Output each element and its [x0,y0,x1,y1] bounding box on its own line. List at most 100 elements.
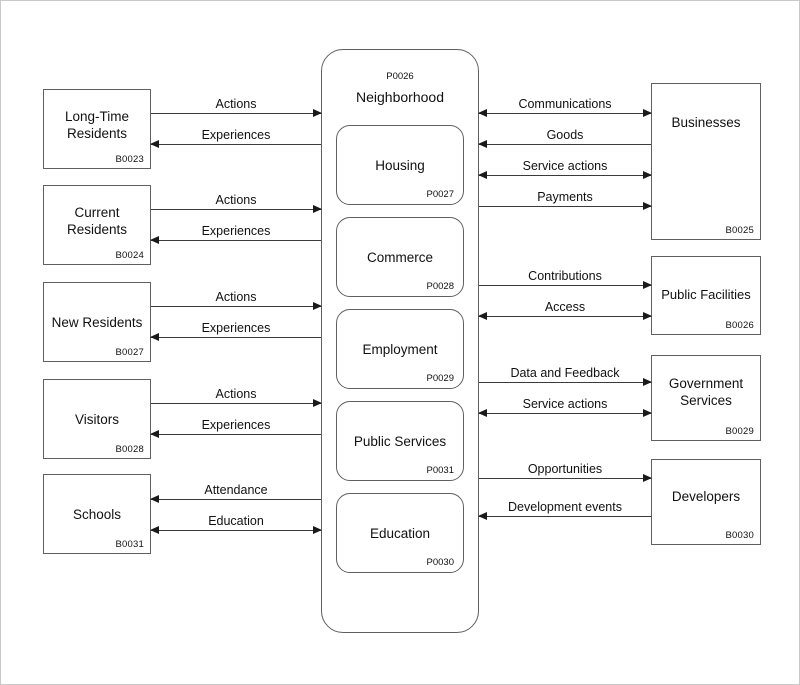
flow-label: Actions [215,290,257,304]
arrowhead-left-icon [478,408,487,417]
arrowhead-left-icon [150,332,159,341]
process-code: P0026 [386,71,414,82]
flow-experiences-long-time-residents[interactable]: Experiences [150,128,321,148]
arrowhead-right-icon [313,301,322,310]
entity-title: New Residents [51,315,143,330]
flow-experiences-new-residents[interactable]: Experiences [150,321,321,341]
arrowhead-right-icon [643,311,652,320]
arrowhead-left-icon [150,235,159,244]
flow-opportunities-developers[interactable]: Opportunities [479,462,652,482]
flow-label: Contributions [528,269,602,283]
flow-label: Education [208,514,264,528]
entity-title: Long-Time Residents [64,109,130,141]
entity-title: Developers [671,489,741,504]
arrowhead-right-icon [643,377,652,386]
flow-label: Attendance [204,483,268,497]
entity-title: Government Services [668,376,744,408]
flow-education-schools[interactable]: Education [150,514,322,534]
flow-contributions-public-facilities[interactable]: Contributions [479,269,652,289]
arrowhead-right-icon [643,108,652,117]
flow-data-and-feedback-government-services[interactable]: Data and Feedback [479,366,652,386]
process-box-education[interactable]: Education P0030 [336,493,464,573]
flow-service-actions-businesses[interactable]: Service actions [478,159,652,179]
flow-label: Actions [215,387,257,401]
process-box-housing[interactable]: Housing P0027 [336,125,464,205]
arrowhead-left-icon [478,139,487,148]
process-code: P0029 [426,373,454,384]
flow-actions-new-residents[interactable]: Actions [151,290,322,310]
entity-code: B0029 [725,426,754,437]
flow-label: Development events [508,500,622,514]
arrowhead-left-icon [478,511,487,520]
process-box-neighborhood[interactable]: P0026 Neighborhood Housing P0027 Commerc… [321,49,479,633]
flow-label: Payments [537,190,593,204]
process-title: Public Services [353,434,447,449]
arrowhead-left-icon [150,429,159,438]
flow-label: Experiences [201,321,271,335]
arrowhead-right-icon [313,525,322,534]
flow-experiences-current-residents[interactable]: Experiences [150,224,321,244]
arrowhead-right-icon [643,473,652,482]
flow-label: Opportunities [527,462,603,476]
entity-title: Visitors [74,412,119,427]
flow-label: Communications [518,97,612,111]
arrowhead-right-icon [643,170,652,179]
process-box-public-services[interactable]: Public Services P0031 [336,401,464,481]
process-code: P0028 [426,281,454,292]
flow-label: Experiences [201,418,271,432]
entity-code: B0026 [725,320,754,331]
flow-label: Service actions [522,159,608,173]
entity-box-government-services[interactable]: Government Services B0029 [651,355,761,441]
arrowhead-right-icon [313,108,322,117]
flow-attendance-schools[interactable]: Attendance [150,483,321,503]
flow-label: Actions [215,97,257,111]
arrowhead-right-icon [643,201,652,210]
arrowhead-left-icon [478,108,487,117]
entity-code: B0027 [115,347,144,358]
arrowhead-right-icon [313,398,322,407]
flow-service-actions-government-services[interactable]: Service actions [478,397,652,417]
process-box-commerce[interactable]: Commerce P0028 [336,217,464,297]
flow-actions-long-time-residents[interactable]: Actions [151,97,322,117]
flow-actions-visitors[interactable]: Actions [151,387,322,407]
entity-code: B0023 [115,154,144,165]
entity-box-visitors[interactable]: Visitors B0028 [43,379,151,459]
arrowhead-right-icon [643,280,652,289]
process-title: Commerce [366,250,433,265]
arrowhead-right-icon [643,408,652,417]
process-title: Housing [375,158,425,173]
arrowhead-left-icon [150,139,159,148]
flow-experiences-visitors[interactable]: Experiences [150,418,321,438]
flow-actions-current-residents[interactable]: Actions [151,193,322,213]
entity-box-current-residents[interactable]: Current Residents B0024 [43,185,151,265]
flow-goods-businesses[interactable]: Goods [478,128,651,148]
entity-code: B0024 [115,250,144,261]
entity-code: B0028 [115,444,144,455]
arrowhead-left-icon [478,311,487,320]
flow-label: Data and Feedback [510,366,620,380]
process-box-employment[interactable]: Employment P0029 [336,309,464,389]
flow-communications-businesses[interactable]: Communications [478,97,652,117]
entity-box-schools[interactable]: Schools B0031 [43,474,151,554]
flow-access-public-facilities[interactable]: Access [478,300,652,320]
flow-label: Access [544,300,586,314]
flow-payments-businesses[interactable]: Payments [479,190,652,210]
entity-code: B0031 [115,539,144,550]
flow-development-events-developers[interactable]: Development events [478,500,651,520]
entity-box-businesses[interactable]: Businesses B0025 [651,83,761,240]
process-title: Employment [362,342,438,357]
entity-box-new-residents[interactable]: New Residents B0027 [43,282,151,362]
flow-label: Goods [546,128,584,142]
entity-box-long-time-residents[interactable]: Long-Time Residents B0023 [43,89,151,169]
arrowhead-left-icon [150,494,159,503]
arrowhead-left-icon [150,525,159,534]
flow-label: Service actions [522,397,608,411]
entity-box-public-facilities[interactable]: Public Facilities B0026 [651,256,761,335]
process-code: P0030 [426,557,454,568]
entity-box-developers[interactable]: Developers B0030 [651,459,761,545]
entity-title: Businesses [671,115,741,130]
flow-label: Actions [215,193,257,207]
process-code: P0031 [426,465,454,476]
flow-label: Experiences [201,128,271,142]
